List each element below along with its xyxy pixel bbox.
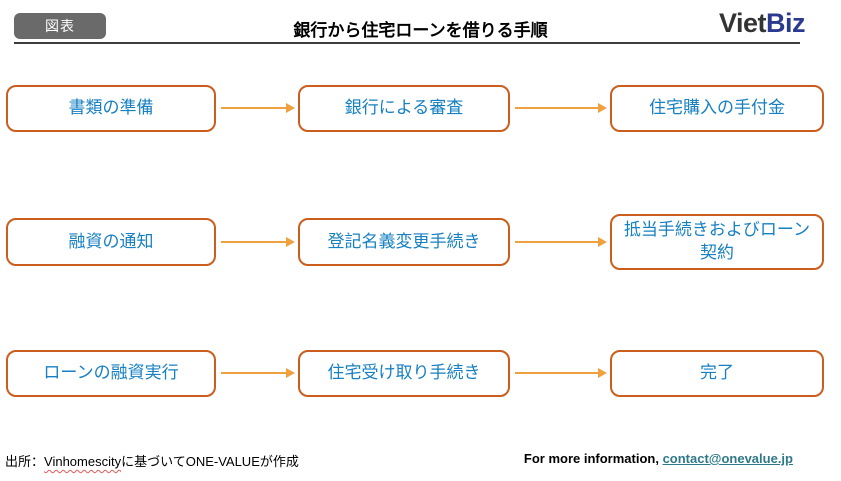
flow-step-box: 住宅受け取り手続き: [298, 350, 510, 397]
source-name: Vinhomescity: [44, 454, 122, 469]
contact-email-link[interactable]: contact@onevalue.jp: [662, 451, 793, 466]
source-prefix: 出所：: [5, 454, 45, 469]
flow-step-box: 融資の通知: [6, 218, 216, 266]
source-suffix: に基づいてONE-VALUEが作成: [121, 454, 299, 469]
vietbiz-logo: VietBiz: [718, 8, 806, 39]
contact-info: For more information, contact@onevalue.j…: [524, 451, 793, 466]
header-divider: [14, 42, 800, 44]
flow-step-box: 銀行による審査: [298, 85, 510, 132]
contact-label: For more information,: [523, 451, 663, 466]
arrow-right-icon: [515, 368, 607, 378]
arrow-right-icon: [221, 103, 295, 113]
source-note: 出所：Vinhomescityに基づいてONE-VALUEが作成: [5, 451, 299, 470]
arrow-right-icon: [221, 368, 295, 378]
logo-part-biz: Biz: [766, 8, 806, 38]
arrow-right-icon: [515, 103, 607, 113]
figure-type-badge: 図表: [14, 13, 106, 39]
flow-step-box: 抵当手続きおよびローン契約: [610, 214, 824, 270]
flow-step-box: ローンの融資実行: [6, 350, 216, 397]
flow-step-box: 書類の準備: [6, 85, 216, 132]
page-title: 銀行から住宅ローンを借りる手順: [293, 21, 548, 40]
flow-step-box: 住宅購入の手付金: [610, 85, 824, 132]
flow-step-box: 完了: [610, 350, 824, 397]
arrow-right-icon: [515, 237, 607, 247]
flow-step-box: 登記名義変更手続き: [298, 218, 510, 266]
logo-part-viet: Viet: [718, 8, 767, 38]
arrow-right-icon: [221, 237, 295, 247]
